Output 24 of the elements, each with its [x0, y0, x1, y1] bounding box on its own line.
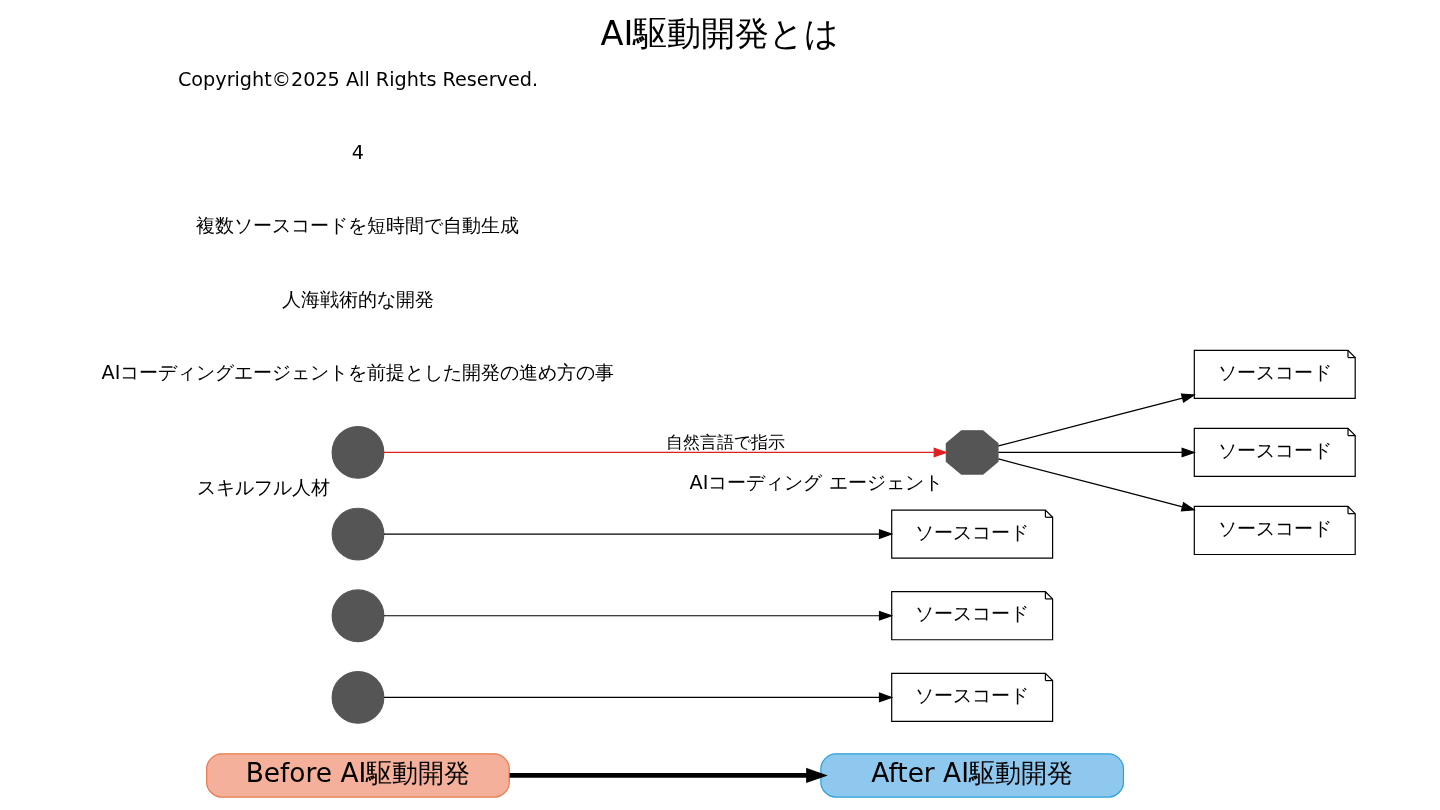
- node-head: [945, 430, 999, 475]
- arrow: [509, 767, 828, 783]
- arrow: [997, 393, 1196, 447]
- label: 4: [351, 141, 365, 165]
- label: AIコーディングエージェントを前提とした開発の進め方の事: [101, 360, 615, 384]
- node-person: [331, 589, 385, 643]
- node-person: [331, 670, 385, 724]
- arrow: [383, 529, 894, 540]
- arrow: [383, 610, 894, 621]
- edge-label: 自然言語で指示: [666, 431, 786, 452]
- label: Copyright©2025 All Rights Reserved.: [177, 67, 539, 91]
- node-box: After AI駆動開発: [820, 753, 1125, 798]
- label: 人海戦術的な開発: [281, 287, 434, 311]
- diagram-title: AI駆動開発とは: [600, 13, 840, 53]
- node-label: スキルフル人材: [196, 475, 330, 499]
- node-person: [331, 507, 385, 561]
- arrow: [383, 692, 894, 703]
- arrow: [997, 447, 1196, 458]
- arrow: [383, 447, 949, 458]
- node-box: Before AI駆動開発: [206, 753, 510, 798]
- node-person: [331, 426, 385, 479]
- node-label: AIコーディング エージェント: [689, 471, 943, 495]
- label: 複数ソースコードを短時間で自動生成: [196, 214, 520, 238]
- arrow: [997, 458, 1196, 512]
